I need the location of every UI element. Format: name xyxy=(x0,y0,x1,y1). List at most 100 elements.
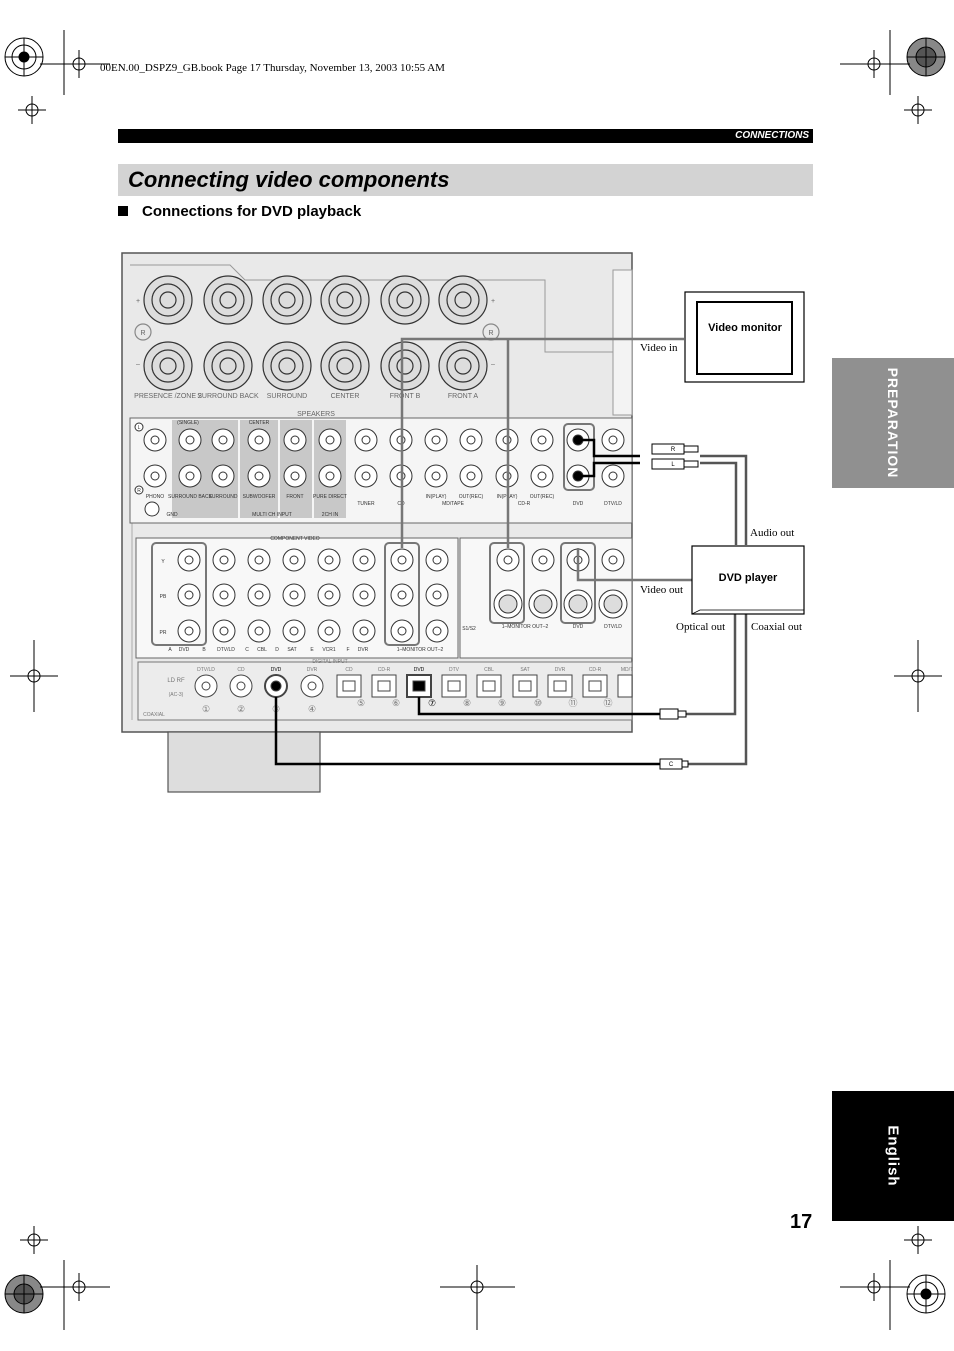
audio-out-label: Audio out xyxy=(750,527,795,539)
dvd-player xyxy=(691,545,805,615)
square-bullet-icon xyxy=(118,206,128,216)
polarity-plus: + xyxy=(136,298,140,305)
digital-number: ② xyxy=(237,704,245,714)
component-input-letter: A xyxy=(168,647,172,653)
coaxial-out-label: Coaxial out xyxy=(751,621,803,633)
video-monitor-label: Video monitor xyxy=(708,322,782,334)
optical-plug-icon xyxy=(659,708,687,720)
rca-plug-icon xyxy=(651,458,699,470)
crosshair-icon xyxy=(894,640,942,712)
component-row-label: PB xyxy=(160,594,167,600)
audio-input-label: SURROUND xyxy=(209,494,238,500)
registration-rosette-icon xyxy=(4,1274,44,1314)
audio-input-label: SUBWOOFER xyxy=(243,494,276,500)
audio-input-label: DTV/LD xyxy=(604,501,622,507)
video-monitor xyxy=(684,291,805,383)
rca-jack-icon xyxy=(178,428,202,488)
speaker-terminal-icon xyxy=(320,275,370,391)
video-in-label: Video in xyxy=(640,342,678,354)
rca-jack-icon xyxy=(247,548,271,643)
digital-number: ⑩ xyxy=(534,698,542,708)
component-input-label: VCR1 xyxy=(322,647,336,653)
polarity-minus: – xyxy=(491,361,495,368)
title-bar: Connecting video components xyxy=(118,164,813,196)
coax-label: DVR xyxy=(307,667,318,673)
section-bar: CONNECTIONS xyxy=(118,129,813,143)
rca-jack-icon xyxy=(601,428,625,488)
s-video-jack-icon xyxy=(563,589,593,619)
optical-label: MD/T xyxy=(621,667,633,673)
component-input-letter: B xyxy=(202,647,206,653)
optical-label: DTV xyxy=(449,667,460,673)
component-input-label: CBL xyxy=(257,647,267,653)
speaker-label: CENTER xyxy=(331,393,360,400)
crosshair-icon xyxy=(840,30,910,95)
optical-label: SAT xyxy=(520,667,529,673)
plug-l-label: L xyxy=(671,462,675,468)
component-row-label: PR xyxy=(160,630,167,636)
terminal-l-label: L xyxy=(138,425,141,431)
terminal-r-label: R xyxy=(140,330,145,337)
audio-sub-label: 2CH IN xyxy=(322,512,339,518)
rca-jack-icon xyxy=(212,548,236,643)
optical-jack-icon xyxy=(582,674,608,698)
digital-number: ⑤ xyxy=(357,698,365,708)
subheading: Connections for DVD playback xyxy=(118,203,361,220)
rca-jack-icon xyxy=(425,548,449,643)
coax-label: DVD xyxy=(271,667,282,673)
optical-label: CD xyxy=(345,667,353,673)
speaker-terminal-icon xyxy=(203,275,253,391)
receiver-rear-panel xyxy=(121,252,633,793)
audio-input-label: PURE DIRECT xyxy=(313,494,347,500)
rca-jack-icon xyxy=(352,548,376,643)
component-input-letter: C xyxy=(245,647,249,653)
audio-sub-label: MULTI CH INPUT xyxy=(252,512,292,518)
digital-number: ⑪ xyxy=(568,698,577,708)
rca-jack-icon xyxy=(283,428,307,488)
optical-label: CD-R xyxy=(589,667,602,673)
digital-number: ⑧ xyxy=(463,698,471,708)
crosshair-icon xyxy=(904,1226,932,1254)
registration-rosette-icon xyxy=(4,37,44,77)
digital-number: ① xyxy=(202,704,210,714)
rca-jack-icon xyxy=(496,548,520,572)
component-input-letter: F xyxy=(346,647,349,653)
page-number: 17 xyxy=(790,1211,813,1233)
s-video-jack-icon xyxy=(598,589,628,619)
speaker-label: FRONT B xyxy=(390,393,421,400)
rca-jack-icon xyxy=(601,548,625,572)
component-input-label: SAT xyxy=(287,647,296,653)
optical-jack-icon xyxy=(336,674,362,698)
audio-input-label: DVD xyxy=(573,501,584,507)
optical-jack-icon xyxy=(512,674,538,698)
s-video-jack-icon xyxy=(493,589,523,619)
component-labels: COMPONENT VIDEO Y PB PR A DVD B DTV/LD C… xyxy=(160,536,623,653)
optical-jack-icon xyxy=(406,674,432,698)
coaxial-jack-icon xyxy=(229,674,253,698)
coax-label: CD xyxy=(237,667,245,673)
audio-input-label: OUT(REC) xyxy=(459,494,484,500)
audio-input-label: IN(PLAY) xyxy=(426,494,447,500)
coaxial-caption: COAXIAL xyxy=(143,712,165,718)
plug-labels: R L C xyxy=(669,447,676,768)
rca-jack-icon xyxy=(177,548,201,643)
ld-rf-label: LD RF xyxy=(167,678,185,684)
digital-numbers: ① ② ③ ④ ⑤ ⑥ ⑦ ⑧ ⑨ ⑩ ⑪ ⑫ xyxy=(202,698,613,714)
subheading-text: Connections for DVD playback xyxy=(142,203,362,220)
rca-jack-icon xyxy=(459,428,483,488)
s-video-label: DVD xyxy=(573,624,584,630)
crosshair-icon xyxy=(40,30,110,95)
speaker-terminal-icon xyxy=(438,275,488,391)
digital-labels: DIGITAL INPUT DTV/LD CD DVD DVR CD CD-R … xyxy=(143,659,633,718)
speaker-terminal-icon xyxy=(143,275,193,391)
registration-rosette-icon xyxy=(906,1274,946,1314)
monitor-out-label: 1–MONITOR OUT–2 xyxy=(397,647,444,653)
coaxial-jack-icon xyxy=(264,674,288,698)
audio-input-label: FRONT xyxy=(286,494,303,500)
crosshair-icon xyxy=(904,96,932,124)
audio-input-label: SURROUND BACK xyxy=(168,494,213,500)
speaker-labels: R R + – + – PRESENCE /ZONE 2 SURROUND BA… xyxy=(134,298,495,418)
speaker-label: PRESENCE /ZONE 2 xyxy=(134,393,202,400)
component-video-caption: COMPONENT VIDEO xyxy=(270,536,319,542)
